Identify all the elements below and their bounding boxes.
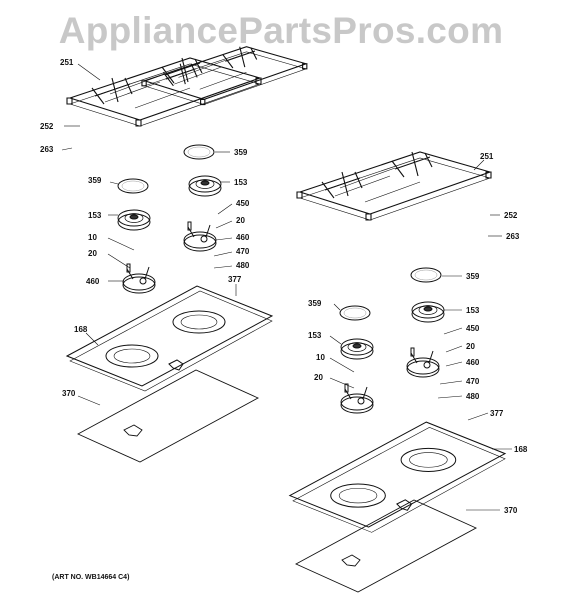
callout-153-right-rear: 153 (466, 306, 480, 315)
callout-251-left: 251 (60, 58, 74, 67)
callout-10-right: 10 (316, 353, 325, 362)
right-burner-pan (289, 421, 506, 533)
callout-263-right: 263 (506, 232, 520, 241)
right-valve-rear (406, 347, 440, 378)
callout-460-left-front: 460 (86, 277, 100, 286)
left-valve-rear (183, 221, 217, 252)
leader-lines (62, 64, 512, 510)
right-grate (296, 151, 492, 221)
art-number: (ART NO. WB14664 C4) (52, 574, 130, 581)
callout-252-left: 252 (40, 122, 54, 131)
callout-450-right: 450 (466, 324, 480, 333)
callout-153-left-front: 153 (88, 211, 102, 220)
right-burner-cap-front (339, 305, 371, 321)
callout-359-left-rear: 359 (234, 148, 248, 157)
right-burner-cap-rear (410, 267, 442, 283)
callout-10-left: 10 (88, 233, 97, 242)
callout-251-right: 251 (480, 152, 494, 161)
left-burner-head-rear (188, 175, 222, 197)
callout-168-right: 168 (514, 445, 528, 454)
callout-359-right-front: 359 (308, 299, 322, 308)
right-insulation-sheet (295, 499, 477, 593)
callout-labels: 251 252 263 359 153 359 153 450 20 10 20… (40, 58, 528, 515)
callout-252-right: 252 (504, 211, 518, 220)
callout-153-left-rear: 153 (234, 178, 248, 187)
callout-450-left: 450 (236, 199, 250, 208)
callout-168-left: 168 (74, 325, 88, 334)
right-burner-head-rear (411, 301, 445, 323)
right-valve-front (340, 383, 374, 414)
callout-370-right: 370 (504, 506, 518, 515)
left-burner-pan (66, 285, 273, 392)
callout-20-left-rear: 20 (236, 216, 245, 225)
callout-359-right-rear: 359 (466, 272, 480, 281)
left-insulation-sheet (77, 369, 259, 463)
left-valve-front (122, 263, 156, 294)
callout-480-left: 480 (236, 261, 250, 270)
callout-359-left-front: 359 (88, 176, 102, 185)
callout-377-left: 377 (228, 275, 242, 284)
callout-370-left: 370 (62, 389, 76, 398)
left-burner-head-front (117, 209, 151, 231)
left-burner-cap-front (117, 178, 149, 194)
callout-480-right: 480 (466, 392, 480, 401)
callout-460-right: 460 (466, 358, 480, 367)
callout-20-left-front: 20 (88, 249, 97, 258)
callout-20-right-rear: 20 (466, 342, 475, 351)
callout-470-left: 470 (236, 247, 250, 256)
watermark-logo: AppliancePartsPros.com (58, 10, 504, 51)
left-burner-cap-rear (183, 144, 215, 160)
callout-153-right-front: 153 (308, 331, 322, 340)
callout-263-left: 263 (40, 145, 54, 154)
left-grate-second (141, 46, 308, 106)
right-burner-head-front (340, 338, 374, 360)
callout-470-right: 470 (466, 377, 480, 386)
callout-460-left-rear: 460 (236, 233, 250, 242)
callout-377-right: 377 (490, 409, 504, 418)
callout-20-right-front: 20 (314, 373, 323, 382)
